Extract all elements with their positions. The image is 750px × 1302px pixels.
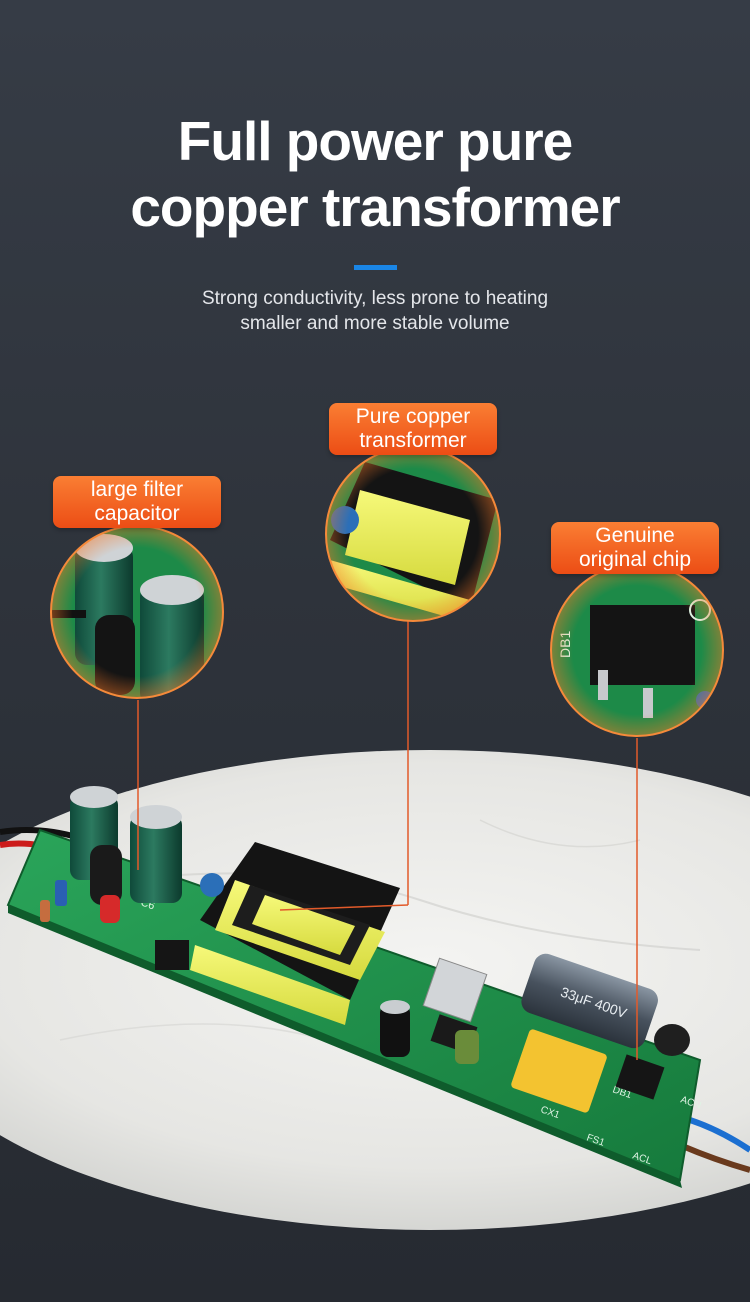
page-title: Full power pure copper transformer	[0, 108, 750, 240]
bulk-capacitor: 33μF 400V	[521, 953, 658, 1049]
callout-capacitor-line1: large filter	[90, 478, 184, 501]
callout-chip-line1: Genuine	[595, 524, 675, 547]
accent-divider	[354, 265, 397, 270]
transformer	[190, 842, 400, 1025]
subtitle-line-2: smaller and more stable volume	[240, 313, 510, 334]
bridge-rectifier	[615, 1054, 665, 1100]
subtitle-line-1: Strong conductivity, less prone to heati…	[201, 288, 549, 309]
callout-chip: Genuine original chip	[551, 522, 719, 574]
callout-transformer: Pure copper transformer	[329, 403, 497, 455]
callout-chip-line2: original chip	[578, 548, 692, 571]
callout-capacitor: large filter capacitor	[53, 476, 221, 528]
callout-transformer-line1: Pure copper	[355, 405, 471, 428]
callout-capacitor-line2: capacitor	[94, 502, 180, 525]
title-line-1: Full power pure	[177, 110, 573, 172]
subtitle: Strong conductivity, less prone to heati…	[0, 286, 750, 336]
title-line-2: copper transformer	[130, 176, 620, 238]
callout-transformer-line2: transformer	[359, 429, 467, 452]
